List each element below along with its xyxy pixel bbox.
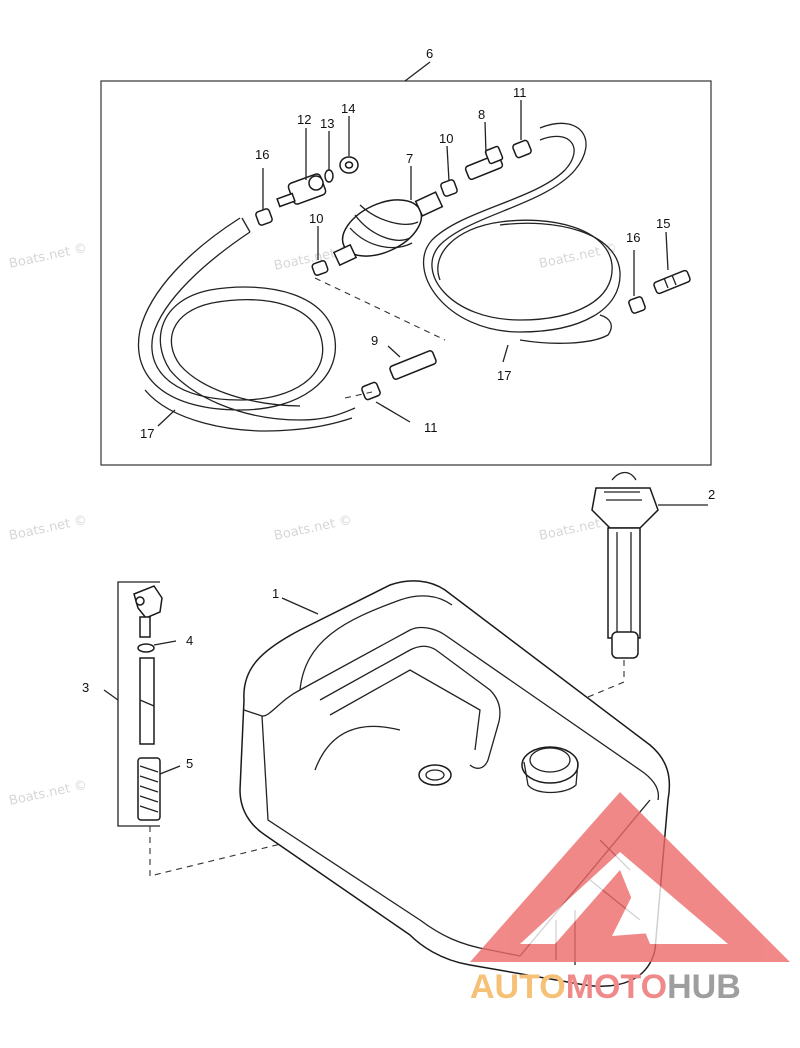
automotohub-logo	[470, 792, 790, 962]
watermark-text: Boats.net ©	[8, 241, 89, 272]
dashed-connection	[344, 391, 373, 399]
primer-bulb	[332, 191, 444, 267]
watermark-text: Boats.net ©	[8, 513, 89, 544]
brand-name: AUTOMOTOHUB	[470, 968, 741, 1006]
fuel-gauge	[591, 471, 708, 659]
connector	[389, 350, 437, 380]
brand-part-hub: HUB	[667, 968, 741, 1006]
brand-part-auto: AUTO	[470, 968, 566, 1006]
callout-5: 5	[186, 756, 193, 771]
fuel-hose-right	[422, 122, 621, 344]
callout-3: 3	[82, 680, 89, 695]
callout-14: 14	[341, 101, 355, 116]
hose-fitting	[653, 269, 691, 295]
callout-4: 4	[186, 633, 193, 648]
callout-7: 7	[406, 151, 413, 166]
hose-clamp	[361, 381, 381, 401]
callout-10: 10	[309, 211, 323, 226]
callout-8: 8	[478, 107, 485, 122]
callout-16: 16	[255, 147, 269, 162]
hose-clamp	[628, 296, 646, 314]
dashed-connection	[551, 660, 625, 745]
callout-15: 15	[656, 216, 670, 231]
fuel-fitting	[276, 173, 327, 208]
dashed-connection	[149, 789, 421, 877]
hose-clamp	[255, 208, 273, 226]
washer	[339, 156, 359, 174]
watermark-text: Boats.net ©	[273, 513, 354, 544]
callout-12: 12	[297, 112, 311, 127]
callout-9: 9	[371, 333, 378, 348]
callout-2: 2	[708, 487, 715, 502]
callout-labels: 6 11 14 8 12 13 10 16 7 10 15 16 9 17 11…	[82, 46, 715, 771]
callout-10: 10	[439, 131, 453, 146]
hose-clamp	[311, 260, 329, 276]
callout-16: 16	[626, 230, 640, 245]
connector	[464, 145, 504, 181]
callout-17: 17	[140, 426, 154, 441]
leader-line	[404, 61, 431, 82]
hose-clamp	[512, 139, 532, 159]
watermark-text: Boats.net ©	[8, 778, 89, 809]
hose-clamp	[440, 179, 458, 197]
fuel-pickup-assembly	[103, 581, 181, 827]
callout-13: 13	[320, 116, 334, 131]
callout-17: 17	[497, 368, 511, 383]
leader-lines	[157, 100, 669, 427]
fuel-hose-left	[137, 217, 356, 432]
brand-part-moto: MOTO	[566, 968, 667, 1006]
callout-11: 11	[513, 85, 527, 100]
callout-1: 1	[272, 586, 279, 601]
callout-6: 6	[426, 46, 433, 61]
o-ring	[324, 169, 334, 183]
callout-11: 11	[424, 420, 438, 435]
dashed-connection	[314, 277, 446, 341]
